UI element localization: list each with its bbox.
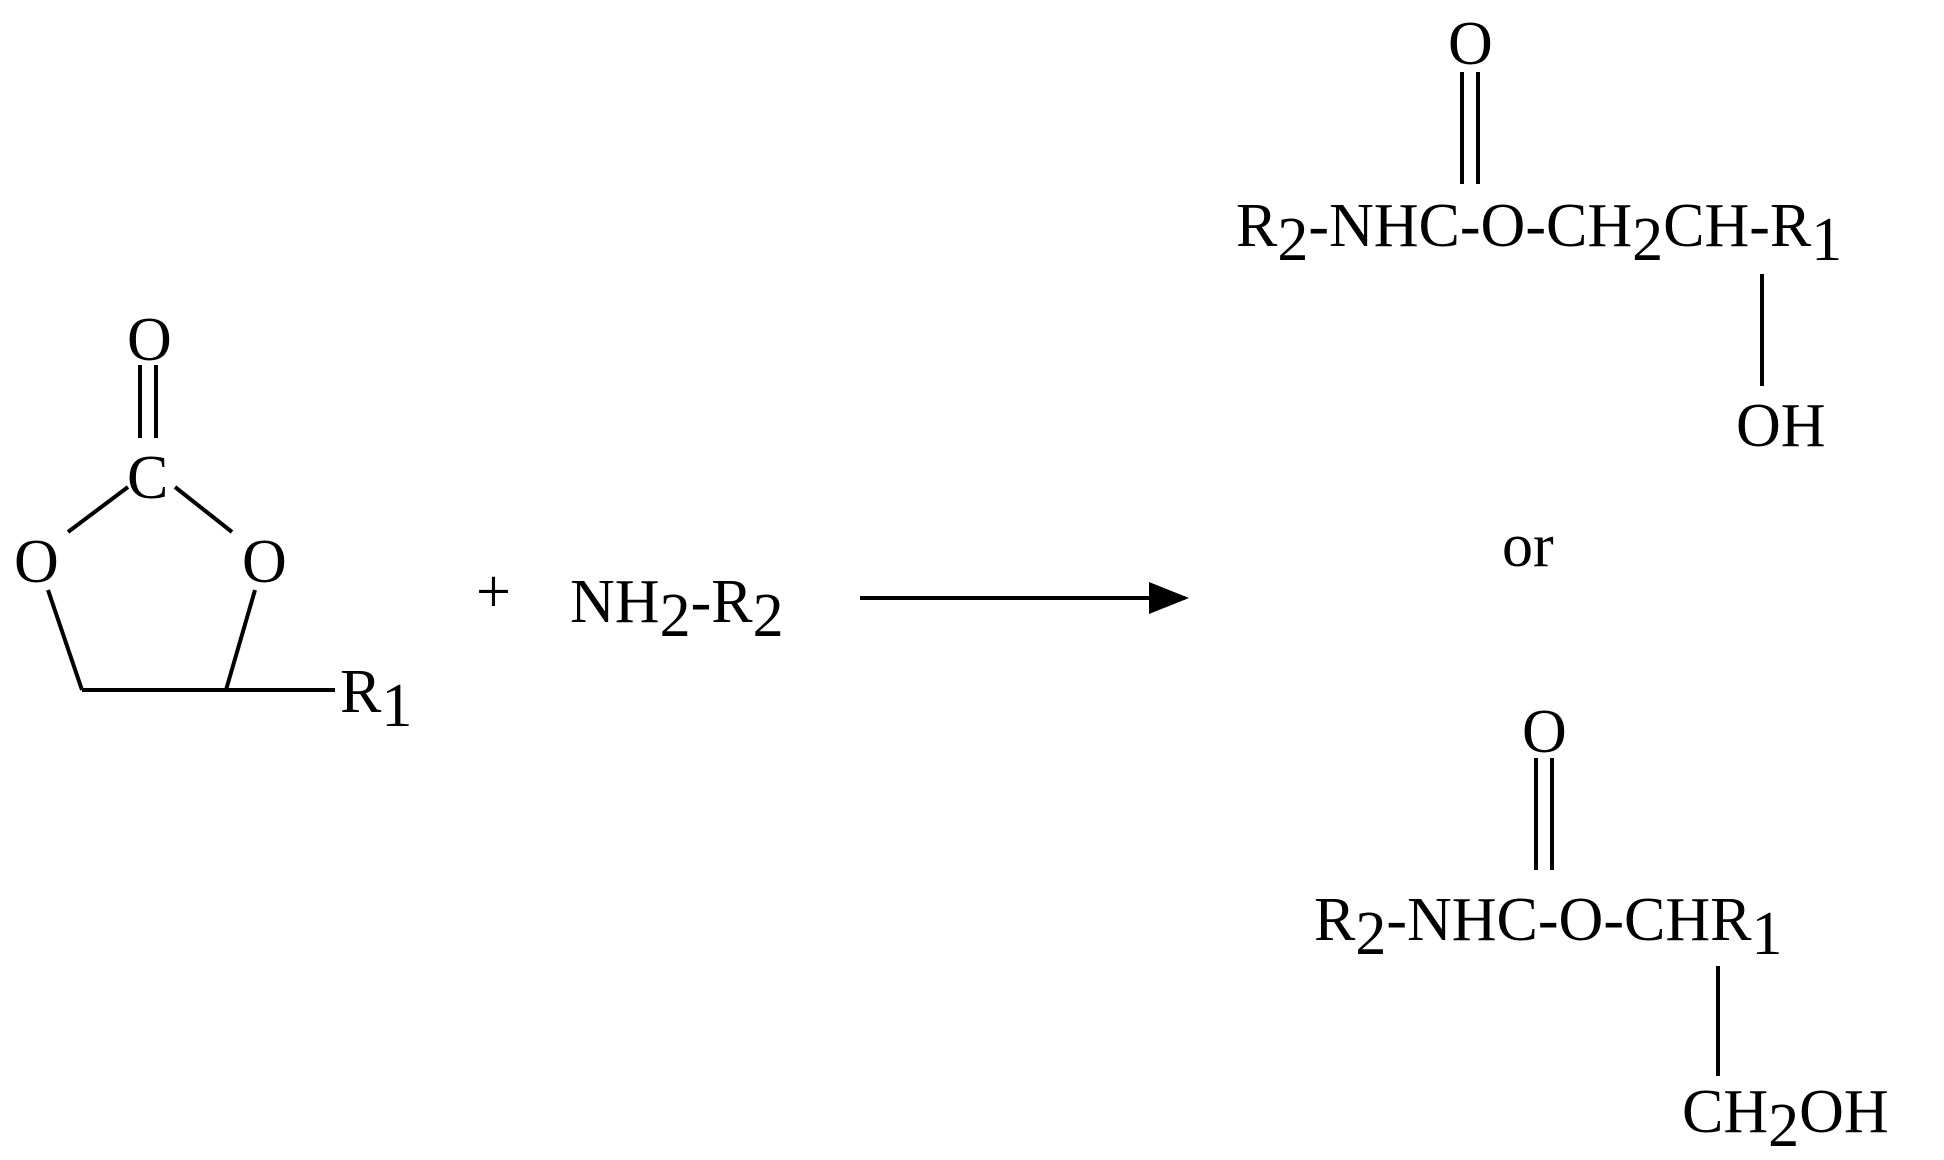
product2-hydroxymethyl: CH2OH: [1682, 1078, 1889, 1160]
product1-main-chain: R2-NHC-O-CH2CH-R1: [1236, 192, 1842, 274]
plus-sign: +: [476, 558, 511, 626]
or-label: or: [1502, 512, 1554, 580]
carbonate-bond-c-oleft: [66, 485, 130, 534]
product-hydroxyalkyl-carbamate-2: O R2-NHC-O-CHR1 CH2OH: [1314, 698, 1889, 1160]
carbonate-substituent-r1: R1: [340, 658, 412, 740]
carbonate-carbonyl-oxygen: O: [127, 306, 172, 374]
carbonate-bond-oleft-ch2: [46, 589, 84, 691]
carbonate-carbonyl-carbon: C: [127, 444, 168, 512]
product1-hydroxyl: OH: [1736, 392, 1826, 460]
cyclic-carbonate-reactant: O C O O R1: [14, 306, 412, 740]
product-hydroxyalkyl-carbamate-1: O R2-NHC-O-CH2CH-R1 OH: [1236, 10, 1842, 460]
carbonate-bond-oright-ch: [224, 589, 257, 691]
product2-carbonyl-oxygen: O: [1522, 698, 1567, 766]
amine-reactant: NH2-R2: [570, 568, 784, 650]
product2-main-chain: R2-NHC-O-CHR1: [1314, 886, 1782, 968]
carbonate-ring-oxygen-right: O: [242, 528, 287, 596]
carbonate-ring-oxygen-left: O: [14, 528, 59, 596]
product1-carbonyl-oxygen: O: [1448, 10, 1493, 78]
carbonate-bond-c-oright: [173, 485, 234, 534]
